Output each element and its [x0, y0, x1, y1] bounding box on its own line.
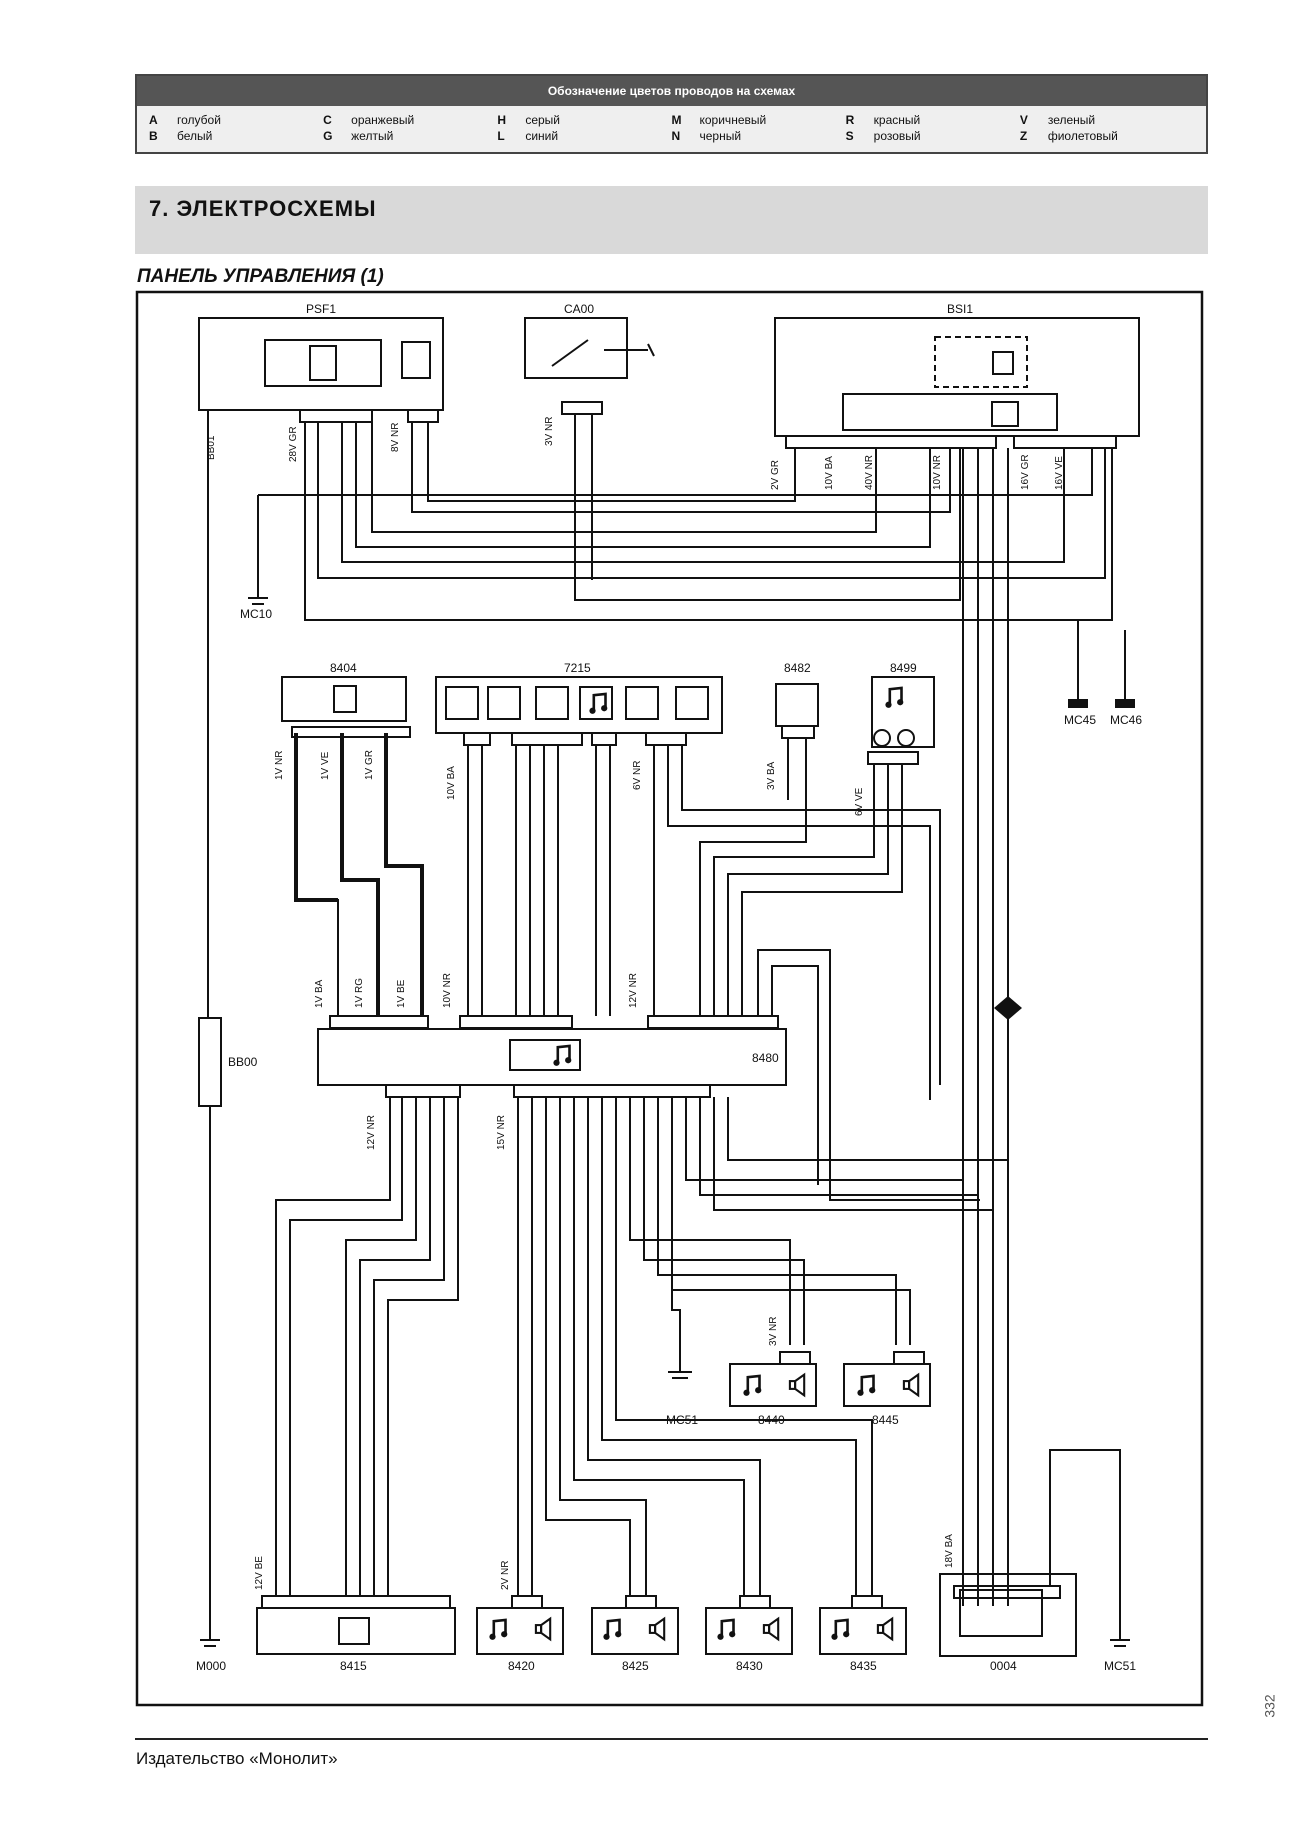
- wire-label: 18V BA: [944, 1534, 955, 1568]
- label-bb00: BB00: [228, 1055, 258, 1069]
- wire-label: 10V BA: [446, 766, 457, 800]
- label-8445: 8445: [872, 1413, 899, 1427]
- note-icons: [488, 686, 920, 1642]
- wire-label: 12V NR: [628, 973, 639, 1008]
- label-8435: 8435: [850, 1659, 877, 1673]
- c8499-box: [871, 676, 935, 748]
- psf1-inner: [264, 339, 382, 387]
- label-mc10: MC10: [240, 607, 272, 621]
- wire-label: 40V NR: [864, 455, 875, 490]
- wire-label: 2V NR: [500, 1561, 511, 1590]
- label-8480: 8480: [752, 1051, 779, 1065]
- wire-label: 10V NR: [442, 973, 453, 1008]
- wire-label: 1V VE: [320, 751, 331, 780]
- wire-label: 2V GR: [770, 460, 781, 490]
- wire-label: 16V GR: [1020, 454, 1031, 490]
- wire-label: 12V NR: [366, 1115, 377, 1150]
- wire-label: 8V NR: [390, 423, 401, 452]
- wire-label: 1V BE: [396, 979, 407, 1008]
- diagram-subtitle: ПАНЕЛЬ УПРАВЛЕНИЯ (1): [137, 266, 384, 287]
- wire-label: 6V VE: [854, 787, 865, 816]
- wire-label: 1V NR: [274, 751, 285, 780]
- label-bsi1: BSI1: [947, 302, 973, 316]
- label-mc51b: MC51: [1104, 1659, 1136, 1673]
- ground-icon: [1115, 700, 1135, 708]
- footer-divider: [135, 1738, 1208, 1740]
- label-7215: 7215: [564, 661, 591, 675]
- label-mc45: MC45: [1064, 713, 1096, 727]
- c0004-box: [939, 1573, 1077, 1657]
- wire-label: 3V NR: [544, 417, 555, 446]
- label-8430: 8430: [736, 1659, 763, 1673]
- label-0004: 0004: [990, 1659, 1017, 1673]
- label-8499: 8499: [890, 661, 917, 675]
- label-mc51a: MC51: [666, 1413, 698, 1427]
- legend-title: Обозначение цветов проводов на схемах: [137, 76, 1206, 106]
- wire-label: 1V RG: [354, 978, 365, 1008]
- wire-label: 12V BE: [254, 1556, 265, 1590]
- label-m000: M000: [196, 1659, 226, 1673]
- bb00-fuse: [198, 1017, 222, 1107]
- ca00-box: [524, 317, 628, 379]
- label-8415: 8415: [340, 1659, 367, 1673]
- c8445-box: [843, 1363, 931, 1407]
- psf1-box: [198, 317, 444, 411]
- label-8425: 8425: [622, 1659, 649, 1673]
- section-header: 7. ЭЛЕКТРОСХЕМЫ: [135, 186, 1208, 254]
- label-8440: 8440: [758, 1413, 785, 1427]
- wire-label: 28V GR: [288, 426, 299, 462]
- wiring-diagram: PSF1 CA00 BSI1 8404 7215 8482 8499 8480 …: [135, 290, 1204, 1707]
- wire-label: 6V NR: [632, 761, 643, 790]
- wire-label: 1V GR: [364, 750, 375, 780]
- ground-icon: [1068, 700, 1088, 708]
- splice-icon: [994, 996, 1022, 1020]
- wire-label: 10V NR: [932, 455, 943, 490]
- c8480-box: [317, 1028, 787, 1086]
- page-number: 332: [1261, 1694, 1278, 1718]
- wire-label: 1V BA: [314, 979, 325, 1008]
- wire-label: 10V BA: [824, 456, 835, 490]
- label-8404: 8404: [330, 661, 357, 675]
- label-psf1: PSF1: [306, 302, 336, 316]
- diagram-frame: [135, 290, 1204, 1707]
- publisher-footer: Издательство «Монолит»: [136, 1749, 338, 1768]
- label-ca00: CA00: [564, 302, 594, 316]
- c8415-box: [256, 1607, 456, 1655]
- label-8420: 8420: [508, 1659, 535, 1673]
- wire-label: 3V NR: [768, 1317, 779, 1346]
- wire-label: BB01: [206, 435, 217, 460]
- bsi1-box: [774, 317, 1140, 437]
- wire-label: 15V NR: [496, 1115, 507, 1150]
- wire-label: 16V VE: [1054, 456, 1065, 490]
- c8404-box: [281, 676, 407, 722]
- wire-label: 3V BA: [766, 761, 777, 790]
- label-mc46: MC46: [1110, 713, 1142, 727]
- label-8482: 8482: [784, 661, 811, 675]
- section-title: 7. ЭЛЕКТРОСХЕМЫ: [149, 196, 377, 221]
- c8482-box: [775, 683, 819, 727]
- c8440-box: [729, 1363, 817, 1407]
